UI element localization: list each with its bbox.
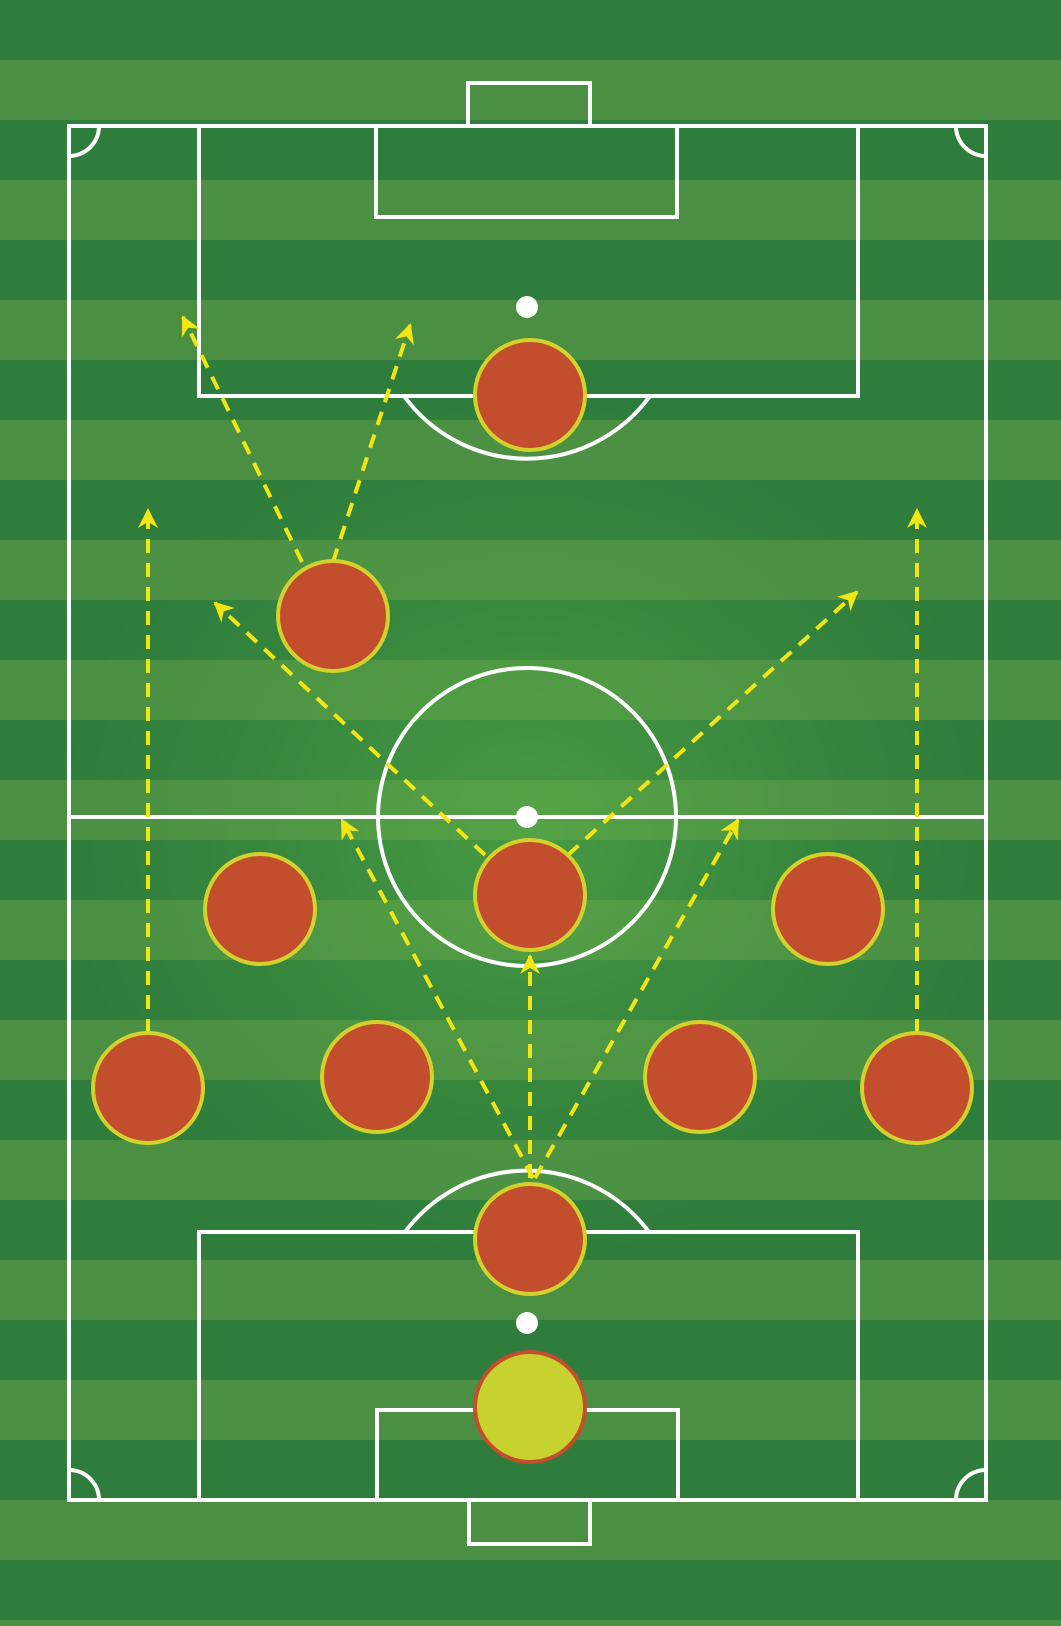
arrow-forward-to-box (331, 323, 414, 563)
player-marker (860, 1031, 974, 1145)
movement-arrows (138, 315, 927, 1179)
player-marker (473, 338, 587, 452)
corner-arc-bottom-left (68, 1468, 101, 1501)
player-marker (643, 1020, 757, 1134)
grass-stripe (0, 120, 1061, 180)
grass-stripe (0, 1500, 1061, 1560)
grass-stripe (0, 0, 1061, 60)
grass-stripe (0, 240, 1061, 300)
player-marker (771, 852, 885, 966)
grass-stripe (0, 1620, 1061, 1626)
grass-stripe (0, 60, 1061, 120)
arrow-midfield-pass-left (213, 601, 487, 857)
player-marker (473, 838, 587, 952)
corner-arc-top-right (954, 125, 987, 158)
players (91, 338, 974, 1464)
top-six-yard-box (374, 124, 679, 219)
corner-arc-top-left (68, 125, 101, 158)
grass-stripe (0, 180, 1061, 240)
arrow-midfield-pass-right (566, 590, 859, 857)
bottom-penalty-spot (516, 1312, 538, 1334)
player-marker (320, 1020, 434, 1134)
center-spot (516, 806, 538, 828)
goalkeeper-marker (473, 1350, 587, 1464)
center-glow (60, 400, 1000, 1260)
top-penalty-arc (402, 394, 652, 461)
arrow-keeper-pass-right (533, 818, 740, 1179)
player-marker (473, 1182, 587, 1296)
player-marker (276, 559, 390, 673)
arrow-forward-to-left-channel (181, 315, 304, 563)
grass-stripe (0, 1560, 1061, 1620)
arrow-keeper-pass-left (340, 818, 535, 1179)
top-penalty-spot (516, 296, 538, 318)
corner-arc-bottom-right (954, 1468, 987, 1501)
player-marker (91, 1031, 205, 1145)
player-marker (203, 852, 317, 966)
